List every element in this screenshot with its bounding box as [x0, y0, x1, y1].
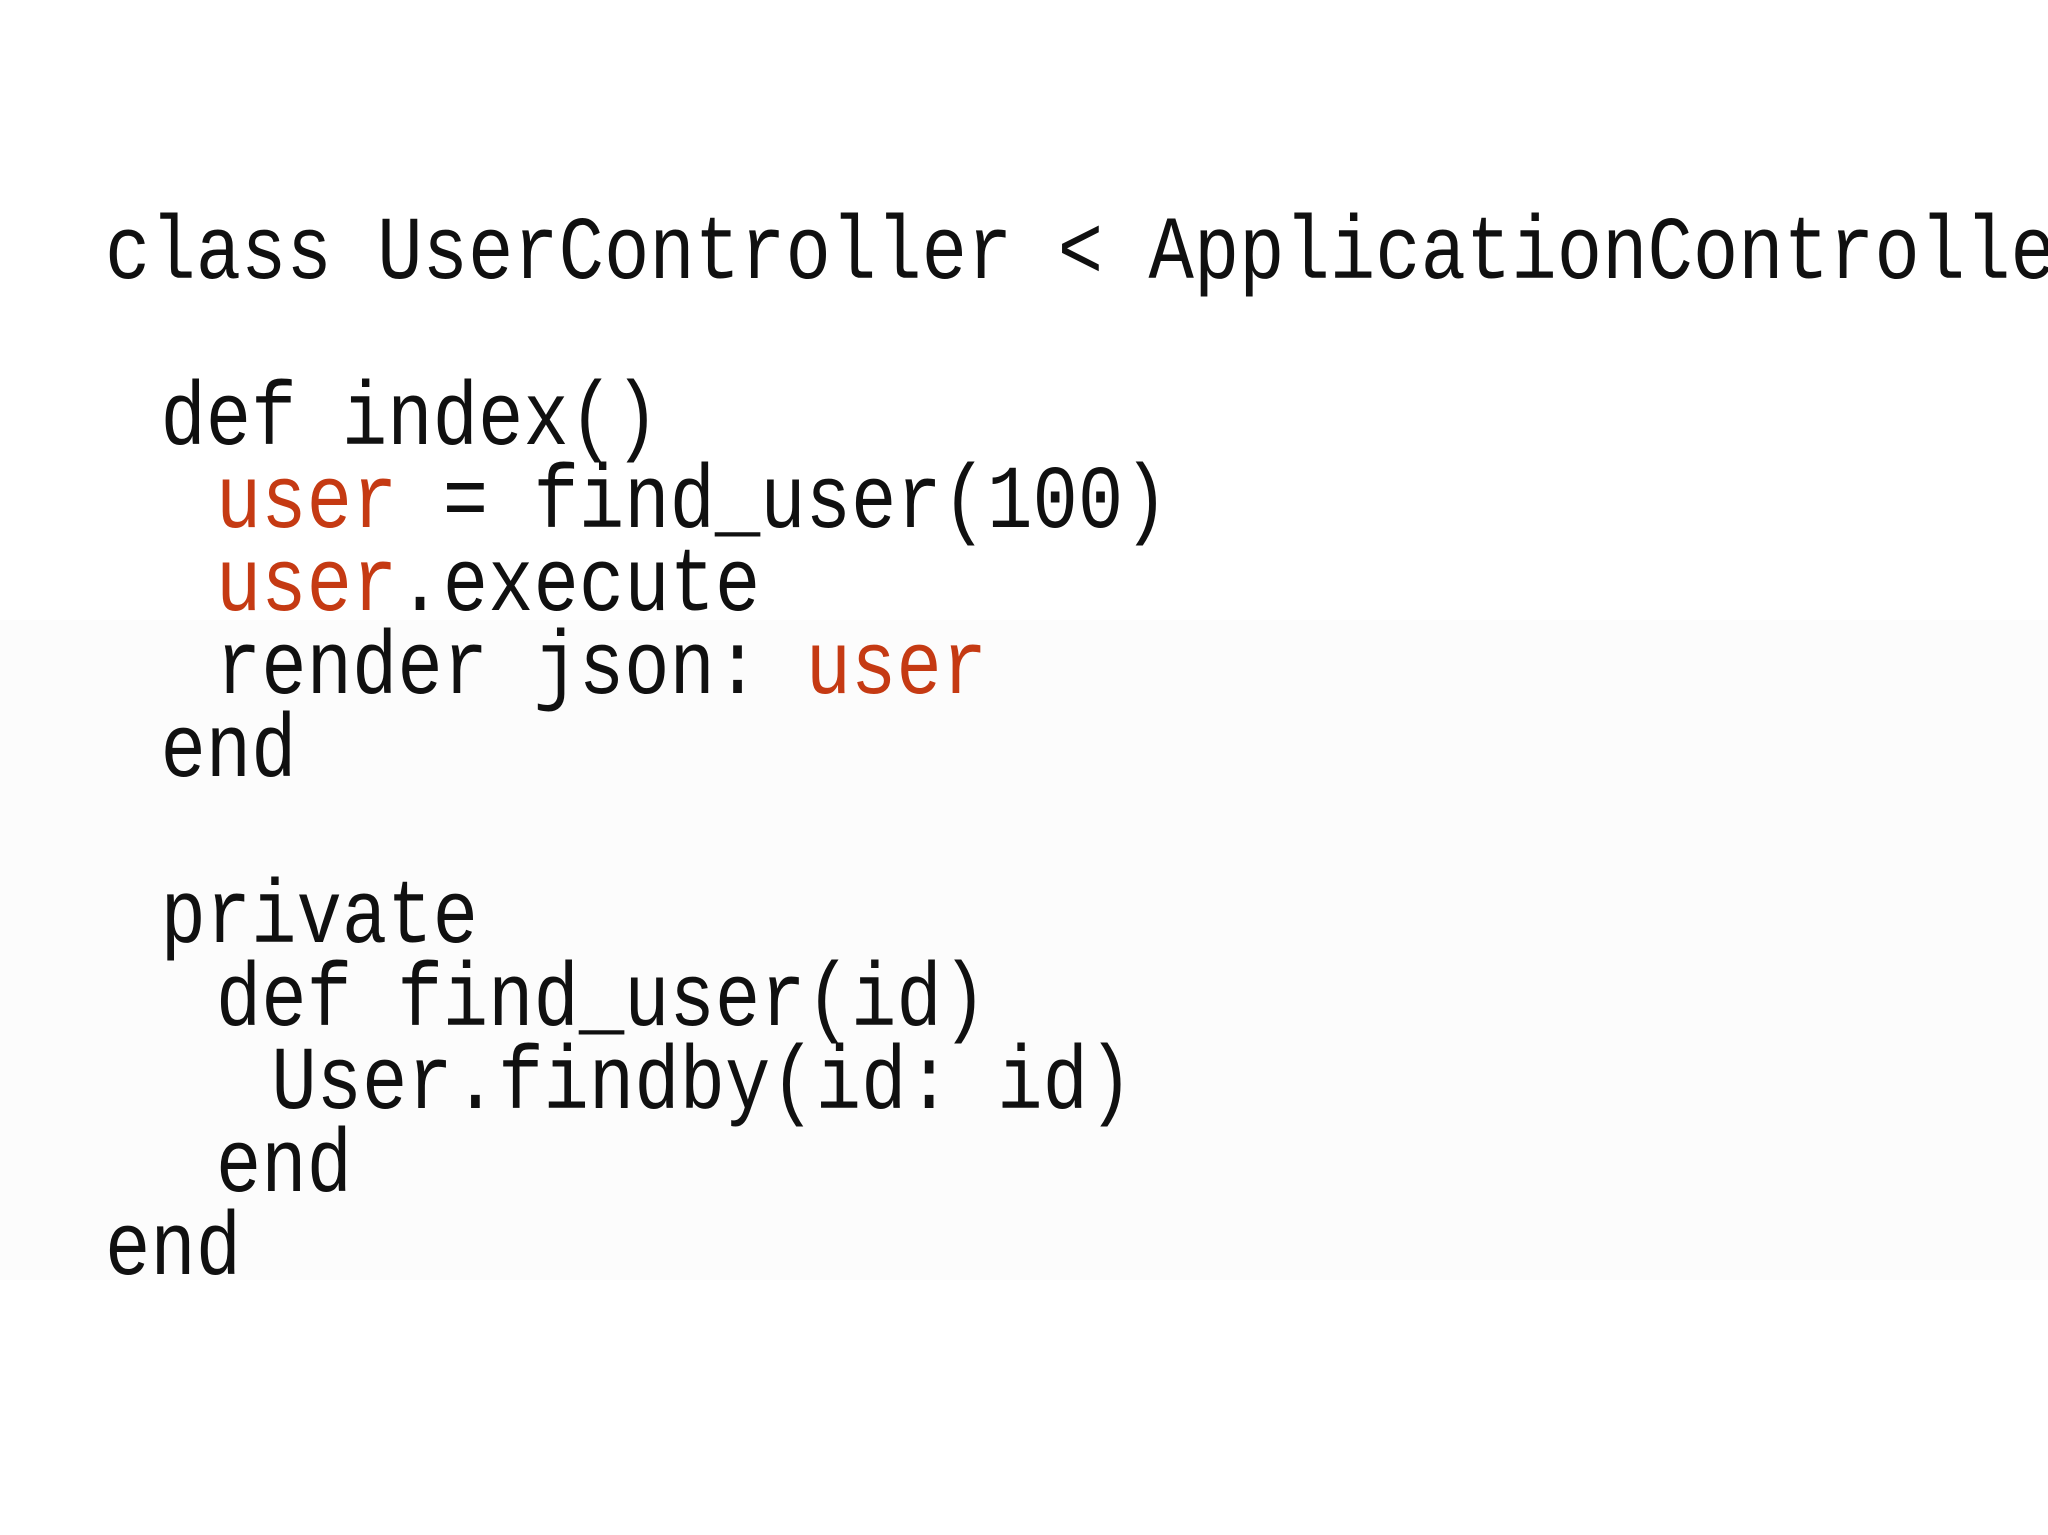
code-segment: render json: [215, 619, 806, 721]
code-block: class UserController < ApplicationContro… [105, 210, 2048, 1296]
code-segment-highlight: user [215, 536, 398, 638]
code-line: def find_user(id) [105, 957, 2048, 1047]
code-line: render json: user [105, 625, 2048, 715]
code-segment: .execute [397, 536, 761, 638]
code-line-blank [105, 297, 2048, 380]
code-line: User.findby(id: id) [105, 1040, 2048, 1130]
code-line: end [105, 708, 2048, 798]
code-segment: private [160, 868, 479, 970]
code-line: private [105, 874, 2048, 964]
code-line-blank [105, 795, 2048, 878]
code-line: end [105, 1206, 2048, 1296]
code-line: end [105, 1123, 2048, 1213]
code-line: def index() [105, 376, 2048, 466]
code-line: user.execute [105, 542, 2048, 632]
code-segment: end [215, 1117, 352, 1219]
code-segment: def find_user(id) [215, 951, 988, 1053]
code-segment: end [160, 702, 297, 804]
code-line: class UserController < ApplicationContro… [105, 210, 2048, 300]
code-segment-highlight: user [215, 453, 398, 555]
code-segment: = find_user(100) [397, 453, 1169, 555]
code-segment: User.findby(id: id) [271, 1034, 1134, 1136]
code-segment: def index() [160, 370, 660, 472]
code-segment-highlight: user [805, 619, 988, 721]
code-line: user = find_user(100) [105, 459, 2048, 549]
code-segment: class UserController < ApplicationContro… [105, 204, 2048, 306]
code-segment: end [105, 1200, 242, 1302]
